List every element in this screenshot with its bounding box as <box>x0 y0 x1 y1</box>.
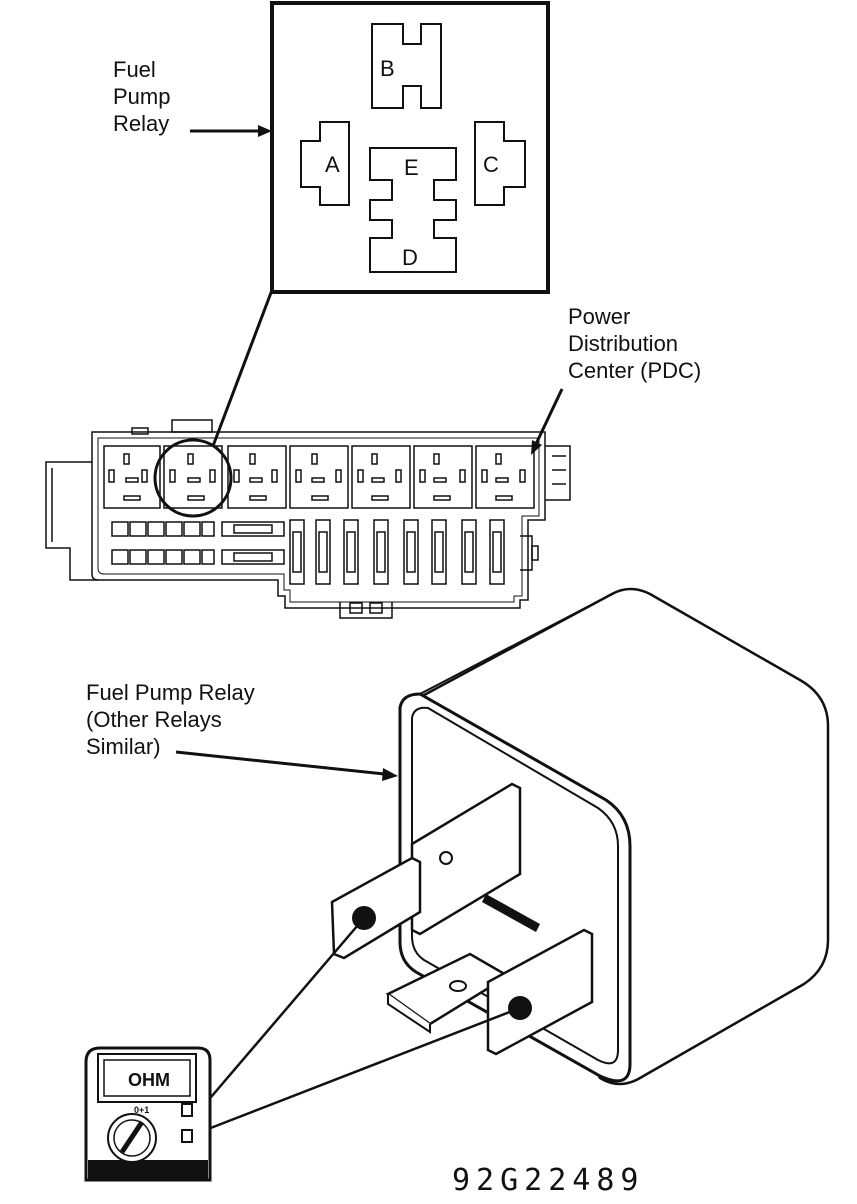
fuel-pump-relay-highlight <box>153 438 233 518</box>
terminal-b-cavity <box>371 23 442 109</box>
fuel-pump-relay-callout: Fuel Pump Relay <box>113 57 272 137</box>
callout-relay-line1: Fuel Pump Relay <box>86 680 255 705</box>
terminal-a-cavity <box>300 121 350 206</box>
maxi-fuse-row <box>289 519 505 585</box>
relay-socket <box>351 445 411 509</box>
terminal-e-d-cavity <box>369 147 457 273</box>
ohmmeter: OHM 0+1 <box>84 1046 212 1182</box>
terminal-c-label: C <box>483 152 499 177</box>
callout-pdc-line3: Center (PDC) <box>568 358 701 383</box>
callout-fuel-line1: Fuel <box>113 57 156 82</box>
relay-body <box>330 587 830 1086</box>
test-lead <box>199 917 365 1111</box>
relay-socket <box>413 445 473 509</box>
relay-socket <box>227 445 287 509</box>
pdc-callout: Power Distribution Center (PDC) <box>531 304 701 455</box>
test-lead <box>189 1006 521 1138</box>
figure-id: 92G22489 <box>452 1163 645 1198</box>
relay-socket <box>289 445 349 509</box>
callout-fuel-line2: Pump <box>113 84 170 109</box>
inset-leader-line <box>211 289 274 447</box>
mini-fuse-block <box>111 521 285 565</box>
power-distribution-center <box>45 419 571 619</box>
meter-jack-icon <box>181 1129 193 1143</box>
terminal-c-cavity <box>474 121 526 206</box>
meter-display: OHM <box>128 1070 170 1090</box>
relay-sockets-row <box>103 445 535 509</box>
relay-socket-fuel-pump <box>163 445 223 509</box>
relay-socket-inset: B A C E D <box>270 1 550 294</box>
relay-callout: Fuel Pump Relay (Other Relays Similar) <box>86 680 398 781</box>
arrowhead-icon <box>258 125 272 137</box>
callout-pdc-line2: Distribution <box>568 331 678 356</box>
meter-dial-mark: 0+1 <box>134 1105 149 1115</box>
terminal-d-label: D <box>402 245 418 270</box>
callout-fuel-line3: Relay <box>113 111 169 136</box>
callout-relay-line2: (Other Relays <box>86 707 222 732</box>
callout-relay-line3: Similar) <box>86 734 161 759</box>
terminal-b-label: B <box>380 56 395 81</box>
relay-socket <box>103 445 161 509</box>
terminal-a-label: A <box>325 152 340 177</box>
meter-jack-icon <box>181 1103 193 1117</box>
arrowhead-icon <box>531 440 542 455</box>
terminal-e-label: E <box>404 155 419 180</box>
relay-socket <box>475 445 535 509</box>
callout-pdc-line1: Power <box>568 304 630 329</box>
arrowhead-icon <box>382 768 398 781</box>
